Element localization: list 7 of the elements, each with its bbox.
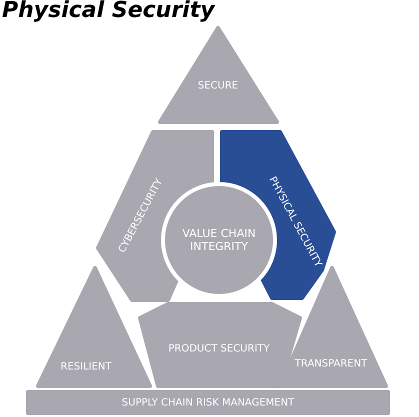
title: Physical Security — [2, 0, 215, 23]
segment-label: RESILIENT — [60, 360, 112, 374]
segment-label: PRODUCT SECURITY — [168, 342, 270, 356]
segment-label: TRANSPARENT — [294, 358, 368, 370]
segment-label: VALUE CHAIN INTEGRITY — [181, 227, 257, 253]
segment-label: SUPPLY CHAIN RISK MANAGEMENT — [122, 396, 294, 410]
segment-label: SECURE — [198, 80, 238, 92]
